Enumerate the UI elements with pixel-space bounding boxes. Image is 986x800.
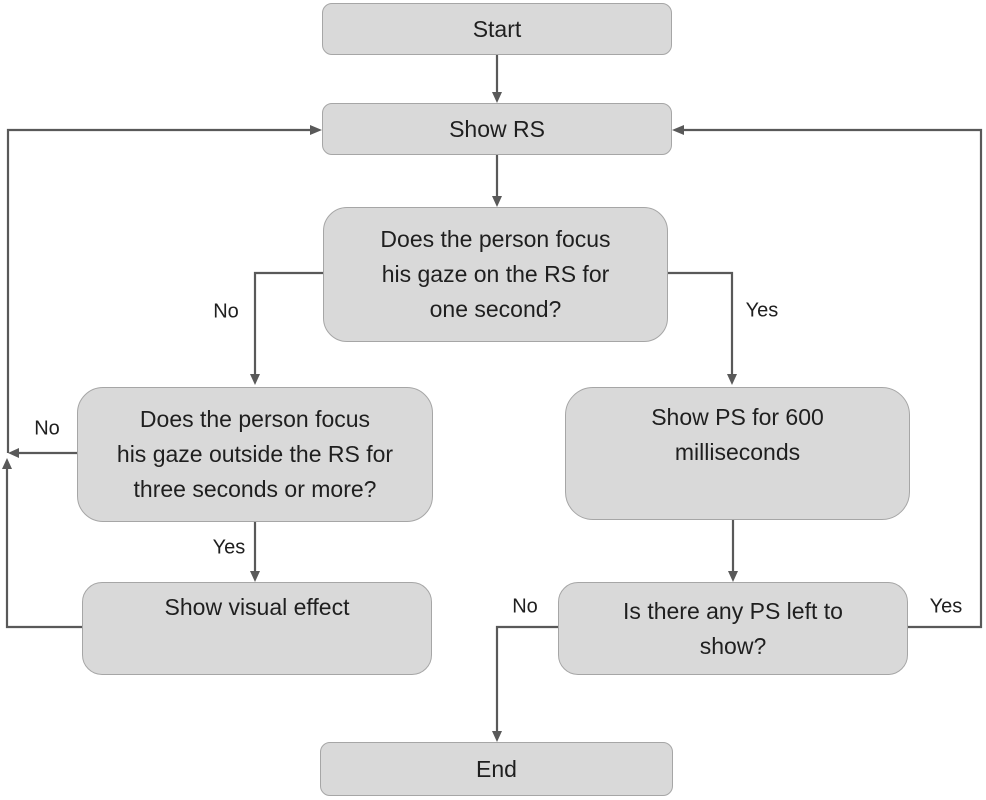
node-ps-left-decision: Is there any PS left to show? — [558, 582, 908, 675]
node-show-ps-label: Show PS for 600 milliseconds — [651, 404, 824, 465]
arrowhead-up-icon — [2, 458, 12, 469]
node-show-rs: Show RS — [322, 103, 672, 155]
edge-return-left-to-show-rs — [6, 125, 322, 453]
node-start-label: Start — [472, 15, 522, 42]
edge-label-ps-left-no: No — [512, 595, 538, 618]
arrowhead-down-icon — [728, 571, 738, 582]
edge-gaze-on-rs-no — [250, 271, 323, 385]
arrowhead-left-icon — [8, 448, 19, 458]
node-gaze-outside-rs-label: Does the person focus his gaze outside t… — [116, 406, 394, 502]
node-end-label: End — [476, 755, 517, 782]
node-show-visual-effect: Show visual effect — [82, 582, 432, 675]
node-gaze-on-rs-decision: Does the person focus his gaze on the RS… — [323, 207, 668, 342]
node-gaze-outside-rs-decision: Does the person focus his gaze outside t… — [77, 387, 433, 522]
node-show-visual-effect-label: Show visual effect — [164, 594, 350, 620]
edge-ps-left-yes-return-to-show-rs — [672, 125, 983, 629]
node-gaze-on-rs-label: Does the person focus his gaze on the RS… — [380, 226, 611, 322]
edge-gaze-outside-rs-yes — [250, 522, 260, 582]
edge-start-to-show-rs — [492, 55, 502, 103]
edge-label-ps-left-yes: Yes — [929, 595, 963, 618]
node-show-rs-label: Show RS — [449, 115, 545, 142]
node-end: End — [320, 742, 673, 796]
arrowhead-down-icon — [492, 92, 502, 103]
edge-gaze-on-rs-yes — [668, 271, 737, 385]
arrowhead-down-icon — [492, 731, 502, 742]
arrowhead-down-icon — [492, 196, 502, 207]
edge-label-gaze-on-rs-yes: Yes — [745, 299, 779, 322]
edge-label-gaze-outside-rs-no: No — [34, 417, 60, 440]
node-show-ps: Show PS for 600 milliseconds — [565, 387, 910, 520]
arrowhead-left-icon — [672, 125, 684, 135]
edge-show-rs-to-gaze-on-rs — [492, 155, 502, 207]
edge-show-visual-effect-return — [2, 458, 82, 629]
edge-ps-left-no-to-end — [492, 625, 558, 742]
edge-label-gaze-on-rs-no: No — [213, 300, 239, 323]
edge-gaze-outside-rs-no — [8, 448, 77, 458]
edge-show-ps-to-ps-left — [728, 520, 738, 582]
node-ps-left-label: Is there any PS left to show? — [623, 597, 843, 659]
arrowhead-down-icon — [250, 374, 260, 385]
arrowhead-down-icon — [250, 571, 260, 582]
arrowhead-right-icon — [310, 125, 322, 135]
arrowhead-down-icon — [727, 374, 737, 385]
node-start: Start — [322, 3, 672, 55]
edge-label-gaze-outside-rs-yes: Yes — [212, 536, 246, 559]
